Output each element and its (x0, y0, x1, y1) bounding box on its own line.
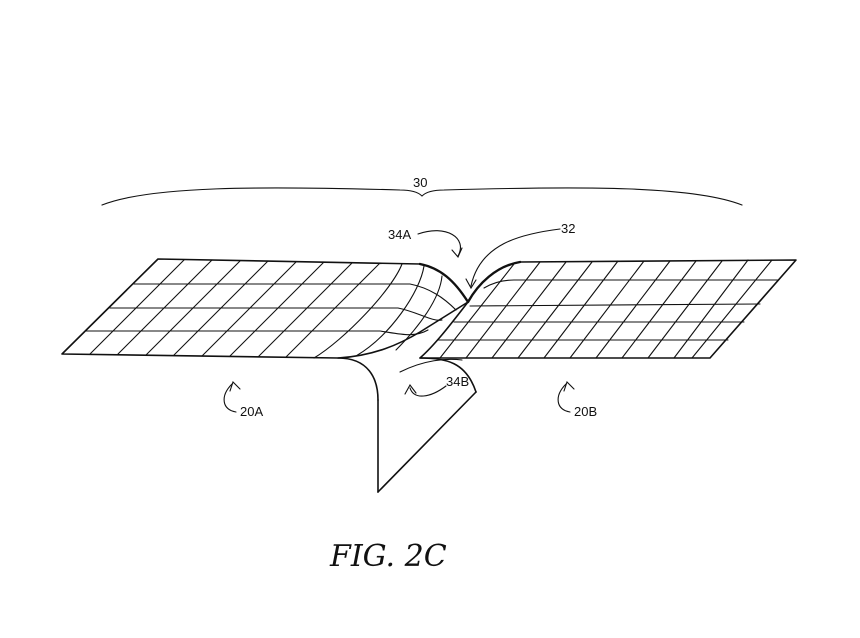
label-30: 30 (413, 175, 427, 190)
left-panel-column (173, 260, 269, 356)
leader-20b (557, 383, 571, 413)
left-panel-column (313, 263, 403, 359)
leader-34a-arrowhead (451, 247, 463, 259)
left-panel-row (109, 307, 443, 321)
leader-20b-arrowhead (563, 380, 575, 392)
fold-right-curve-inner (399, 358, 463, 373)
display-brace (101, 187, 743, 206)
left-panel-column (145, 260, 241, 356)
right-panel-column (673, 259, 749, 359)
label-20b: 20B (574, 404, 597, 419)
right-panel-row (483, 279, 779, 289)
leader-34a (417, 230, 461, 257)
left-panel-row (133, 283, 457, 311)
leader-20a-arrowhead (229, 380, 241, 392)
label-32: 32 (561, 221, 575, 236)
label-34a: 34A (388, 227, 411, 242)
right-panel-column (647, 260, 723, 359)
left-panel-column (257, 262, 353, 358)
label-20a: 20A (240, 404, 263, 419)
leader-20a (223, 383, 237, 413)
right-panel-row (469, 303, 761, 307)
right-panel-column (595, 260, 671, 359)
left-panel-row (85, 329, 429, 336)
right-panel-column (517, 261, 593, 359)
left-panel-column (201, 261, 297, 357)
left-panel-column (285, 262, 381, 358)
left-panel-column (89, 259, 185, 355)
figure-caption: FIG. 2C (329, 539, 447, 574)
fold-bottom-edge (377, 391, 477, 493)
right-panel-column (439, 263, 515, 359)
right-panel-column (569, 260, 645, 359)
left-panel-column (395, 275, 443, 351)
fold-left-curve (337, 357, 379, 401)
right-panel-column (543, 260, 619, 359)
label-34b: 34B (446, 374, 469, 389)
left-panel-column (117, 259, 213, 355)
leader-32 (470, 228, 561, 287)
leader-34b-arrowhead (404, 383, 417, 395)
right-panel-column (691, 259, 773, 359)
right-panel-column (465, 261, 541, 359)
leader-34b (409, 385, 447, 397)
bend-region-32 (418, 260, 522, 304)
leader-32-arrowhead (465, 278, 477, 290)
right-panel-column (621, 260, 697, 359)
left-panel-column (229, 261, 325, 357)
left-panel-column (355, 265, 425, 357)
right-panel-column (491, 261, 567, 359)
